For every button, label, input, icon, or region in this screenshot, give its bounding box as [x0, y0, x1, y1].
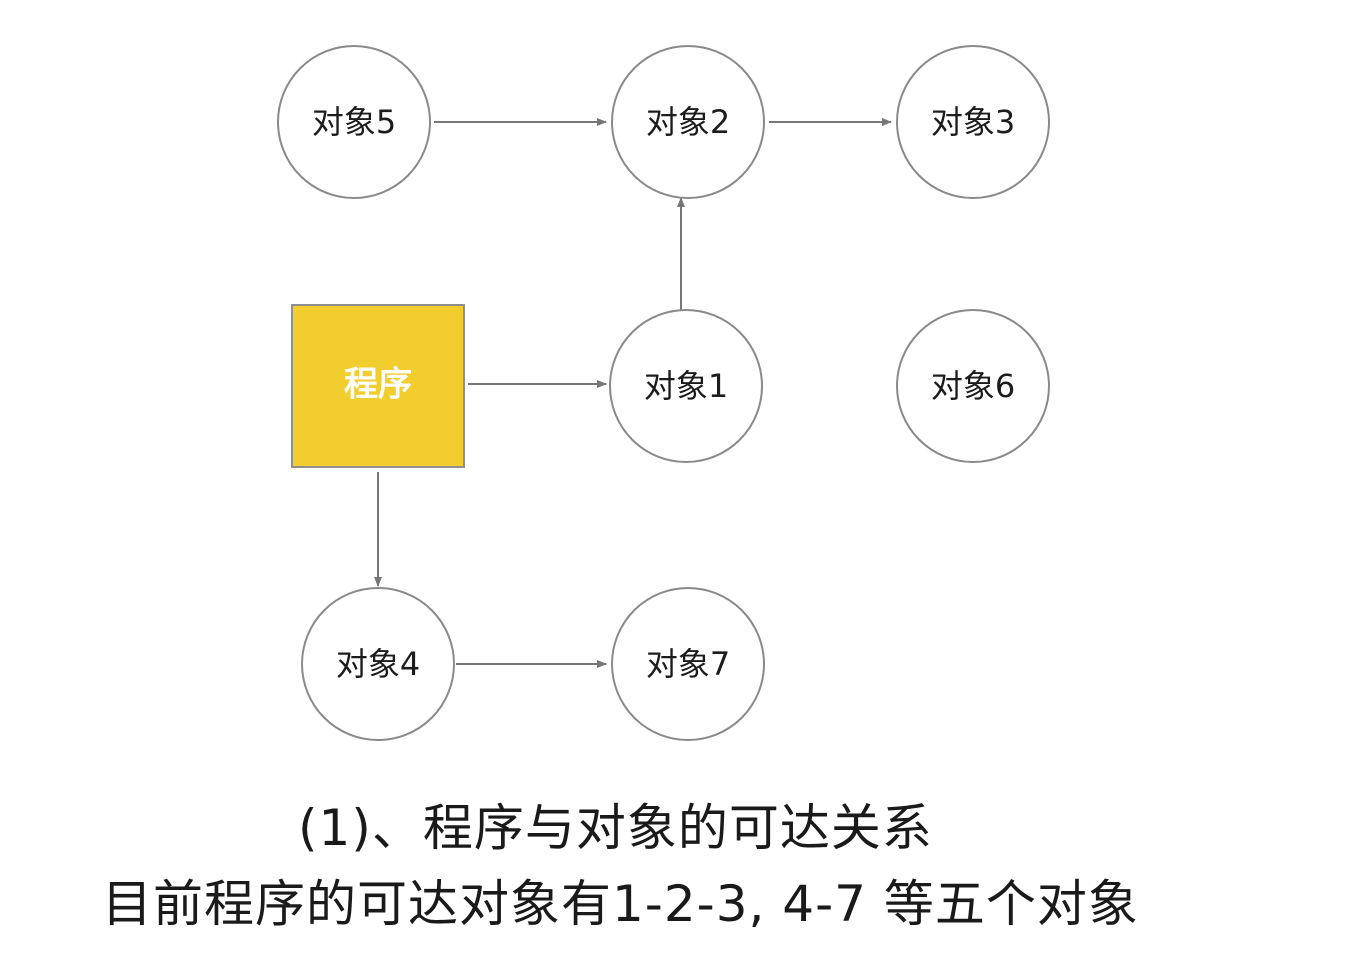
object-label-7: 对象7	[646, 645, 730, 683]
object-node-4: 对象4	[301, 587, 455, 741]
object-node-5: 对象5	[277, 45, 431, 199]
object-node-3: 对象3	[896, 45, 1050, 199]
object-label-4: 对象4	[336, 645, 420, 683]
object-label-6: 对象6	[931, 367, 1015, 405]
caption-title: (1)、程序与对象的可达关系	[298, 799, 933, 857]
object-label-1: 对象1	[644, 367, 728, 405]
object-label-2: 对象2	[646, 103, 730, 141]
program-node: 程序	[291, 304, 465, 468]
object-node-6: 对象6	[896, 309, 1050, 463]
object-label-5: 对象5	[312, 103, 396, 141]
object-node-2: 对象2	[611, 45, 765, 199]
object-node-7: 对象7	[611, 587, 765, 741]
object-node-1: 对象1	[609, 309, 763, 463]
object-label-3: 对象3	[931, 103, 1015, 141]
caption-description: 目前程序的可达对象有1-2-3, 4-7 等五个对象	[102, 875, 1139, 933]
program-label: 程序	[344, 365, 412, 405]
